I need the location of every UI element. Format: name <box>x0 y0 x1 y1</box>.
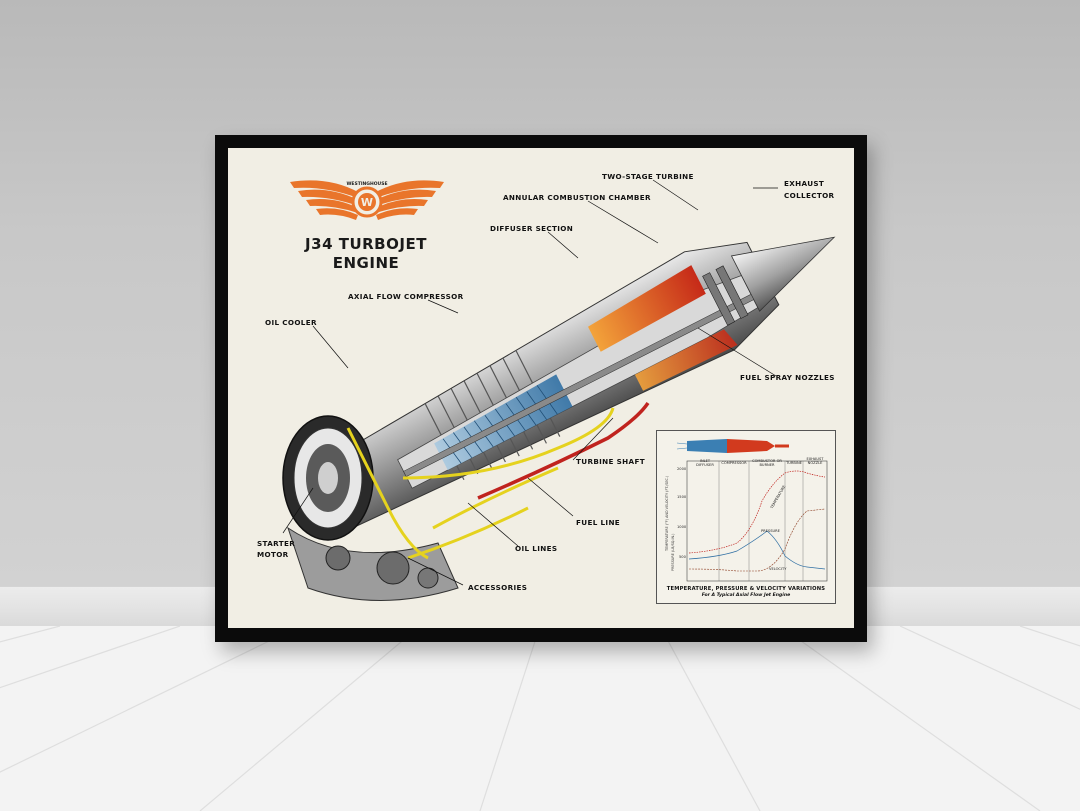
inset-y-tick-1000: 1000 <box>677 525 687 529</box>
label-exhaust-collector-line-1: EXHAUST <box>784 179 825 188</box>
label-starter-motor-line-2: MOTOR <box>257 550 289 559</box>
inset-y-axis-title: TEMPERATURE (°F) AND VELOCITY (FT./SEC.) <box>665 475 669 551</box>
label-axial-flow-compressor: AXIAL FLOW COMPRESSOR <box>348 292 464 301</box>
label-accessories: ACCESSORIES <box>468 583 528 592</box>
title-line-1: J34 TURBOJET <box>305 235 427 253</box>
westinghouse-logo: W WESTINGHOUSE <box>290 180 444 220</box>
inset-y-tick-1500: 1500 <box>677 495 687 499</box>
inset-col-exhaust-nozzle: EXHAUST NOZZLE <box>806 457 824 465</box>
inset-y-tick-500: 500 <box>679 555 686 559</box>
label-fuel-line: FUEL LINE <box>576 518 621 527</box>
inset-curve-label-pressure: PRESSURE <box>761 529 780 533</box>
label-turbine-shaft: TURBINE SHAFT <box>576 457 645 466</box>
label-diffuser-section: DIFFUSER SECTION <box>490 224 574 233</box>
inset-col-turbine: TURBINE <box>786 461 802 465</box>
label-oil-cooler: OIL COOLER <box>265 318 317 327</box>
logo-letter: W <box>361 196 373 209</box>
inset-y-tick-2000: 2000 <box>677 467 687 471</box>
inset-col-compressor: COMPRESSOR <box>721 461 747 465</box>
label-oil-lines: OIL LINES <box>515 544 558 553</box>
label-annular-combustion-chamber: ANNULAR COMBUSTION CHAMBER <box>503 193 651 202</box>
engine-cutaway-illustration <box>282 179 836 601</box>
label-fuel-spray-nozzles: FUEL SPRAY NOZZLES <box>740 373 835 382</box>
label-exhaust-collector-line-2: COLLECTOR <box>784 191 835 200</box>
poster-title: J34 TURBOJET ENGINE <box>286 235 446 273</box>
inset-y-axis-title-2: PRESSURE (LB/SQ.IN.) <box>671 533 675 571</box>
inset-col-inlet-diffuser: INLET DIFFUSER <box>696 459 714 467</box>
logo-text: WESTINGHOUSE <box>346 181 387 187</box>
inset-caption-line-2: For A Typical Axial Flow Jet Engine <box>701 593 791 598</box>
title-line-2: ENGINE <box>332 254 400 272</box>
label-two-stage-turbine: TWO-STAGE TURBINE <box>602 172 694 181</box>
inset-engine-schematic <box>676 439 789 453</box>
inset-chart-graphic <box>676 439 828 582</box>
label-starter-motor-line-1: STARTER <box>257 539 296 548</box>
inset-caption-line-1: TEMPERATURE, PRESSURE & VELOCITY VARIATI… <box>666 586 826 592</box>
floor <box>0 626 1080 811</box>
inset-col-combustor: COMBUSTOR OR BURNER <box>752 459 782 467</box>
inset-variation-chart: INLET DIFFUSER COMPRESSOR COMBUSTOR OR B… <box>656 430 836 604</box>
inset-curve-label-velocity: VELOCITY <box>769 567 787 571</box>
poster: W WESTINGHOUSE J34 TURBOJET ENGINE <box>228 148 854 628</box>
